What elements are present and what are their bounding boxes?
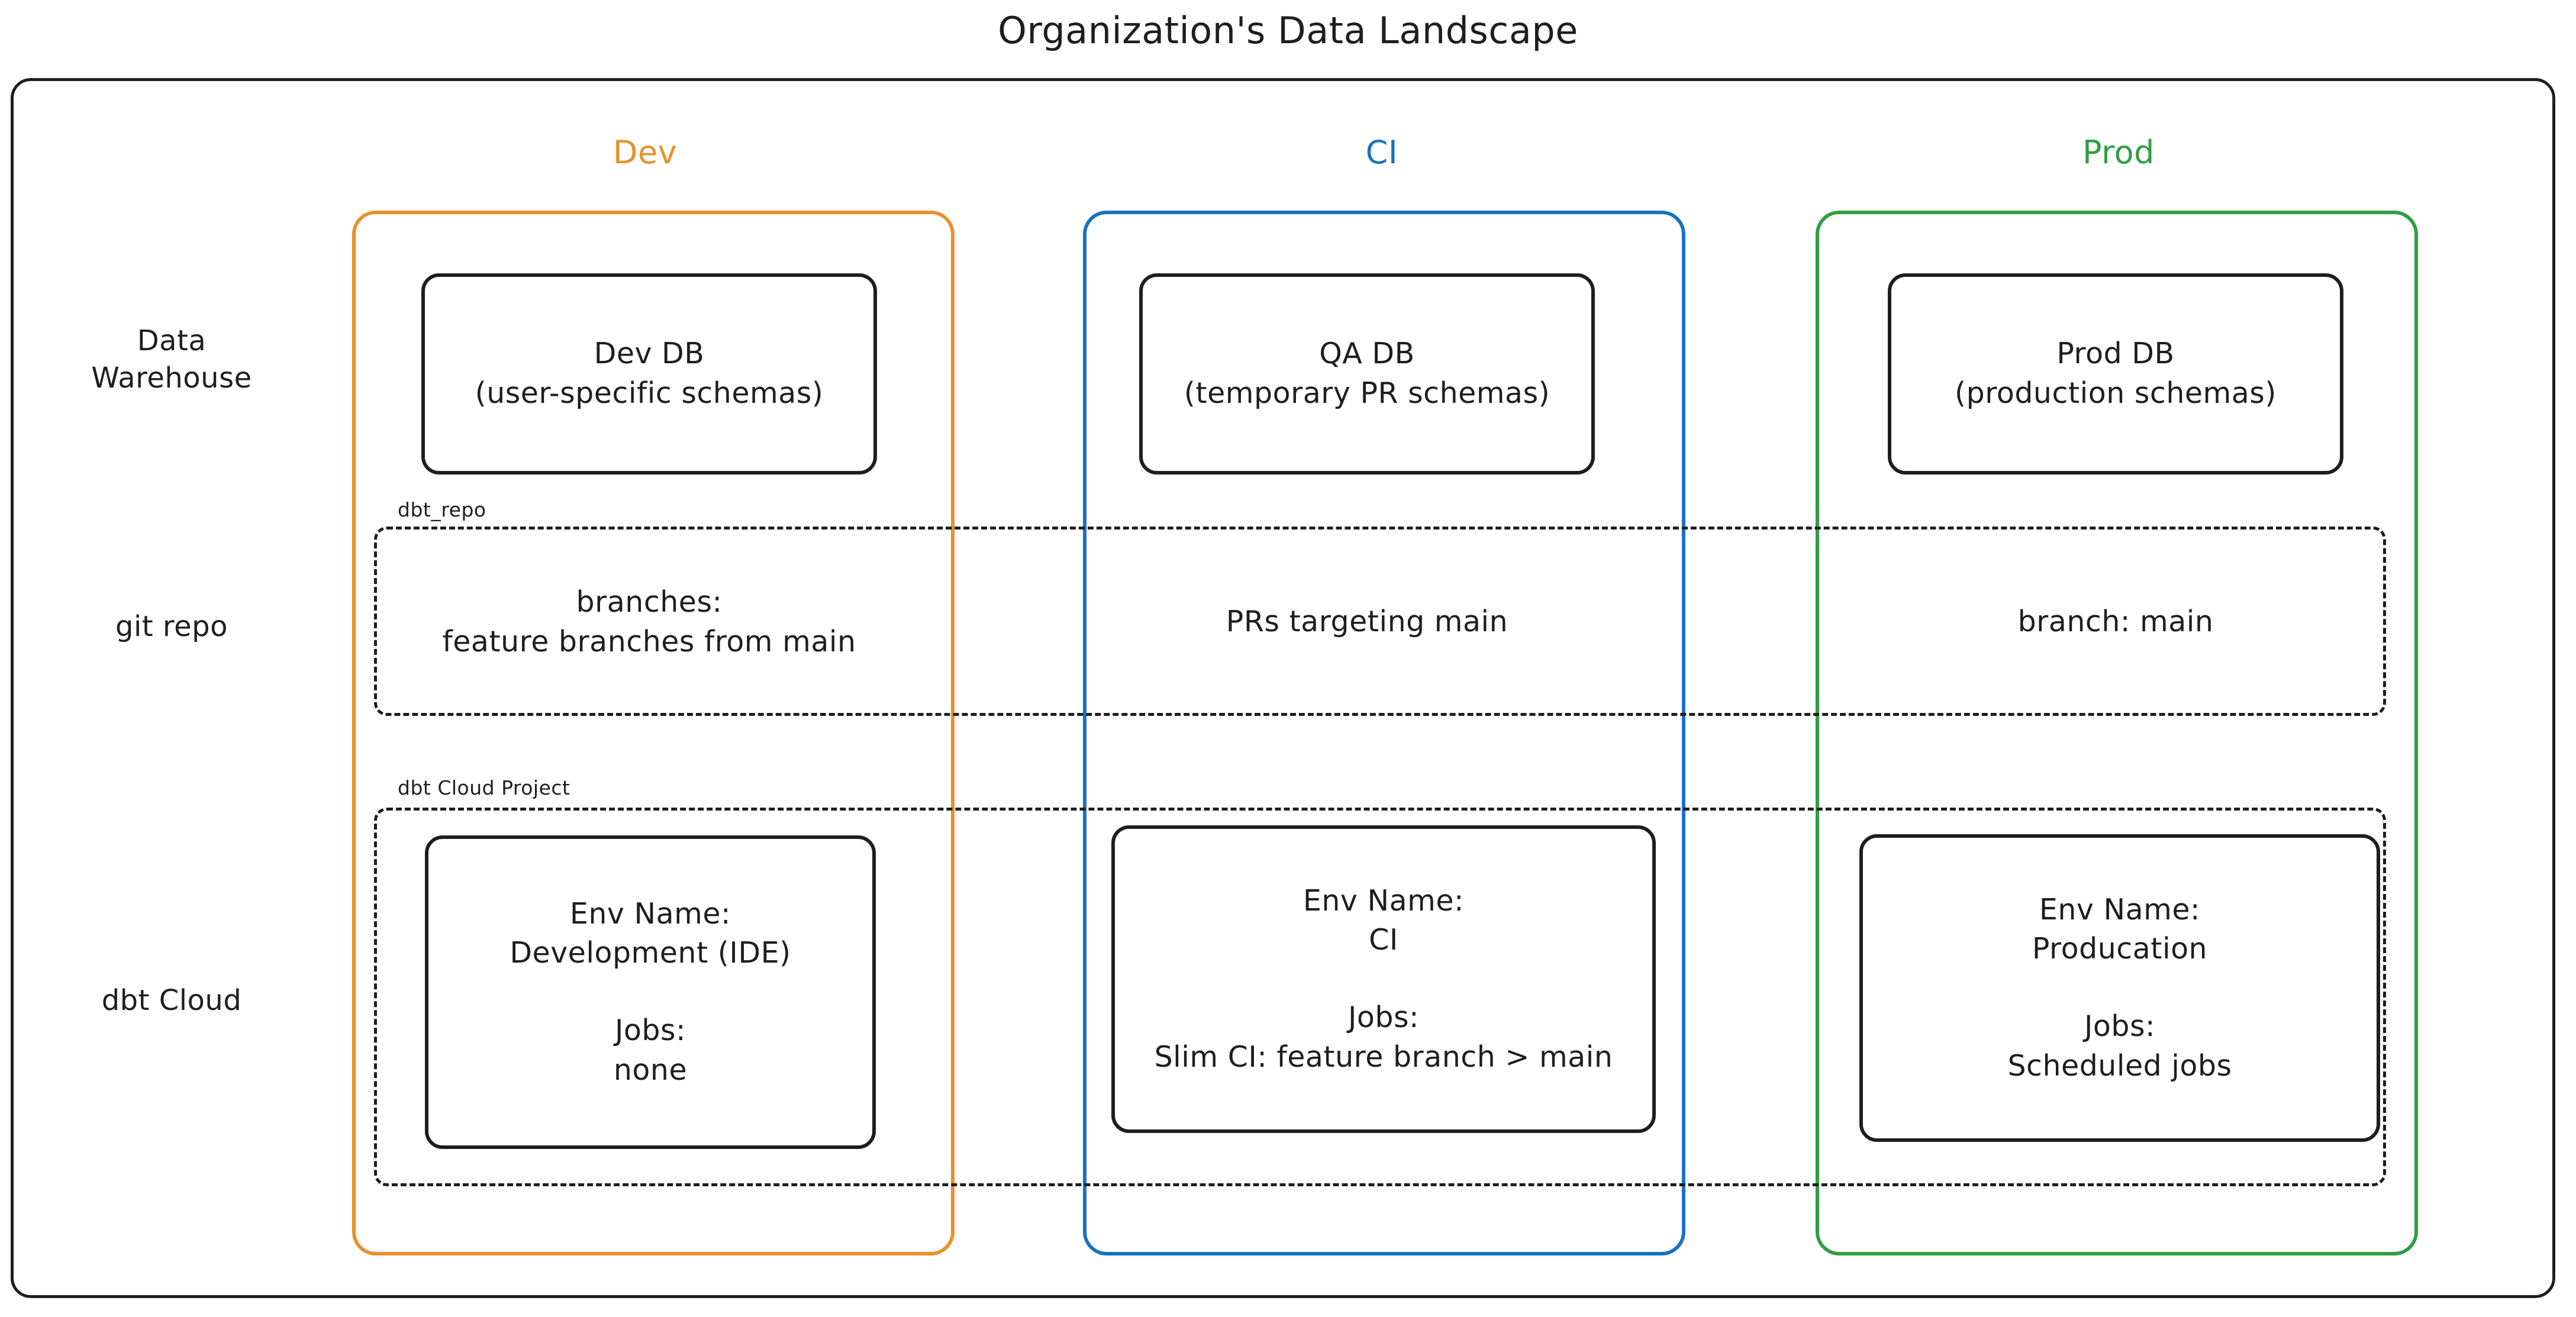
node-prod-db[interactable]: Prod DB (production schemas) xyxy=(1888,273,2343,474)
node-dbt-cloud-ci[interactable]: Env Name: CI Jobs: Slim CI: feature bran… xyxy=(1111,825,1656,1133)
env-column-ci xyxy=(1083,211,1685,1255)
node-dbt-cloud-ci-jobs: Jobs: Slim CI: feature branch > main xyxy=(1154,1000,1613,1074)
node-dbt-cloud-prod[interactable]: Env Name: Producation Jobs: Scheduled jo… xyxy=(1859,834,2380,1142)
env-label-prod: Prod xyxy=(2082,134,2155,171)
group-label-dbt-cloud-project: dbt Cloud Project xyxy=(392,775,576,802)
node-dbt-cloud-dev-env-name: Env Name: Development (IDE) xyxy=(510,896,791,970)
node-dbt-cloud-prod-jobs: Jobs: Scheduled jobs xyxy=(2007,1009,2232,1083)
text-git-dev: branches: feature branches from main xyxy=(442,585,856,658)
text-git-prod: branch: main xyxy=(2017,605,2214,638)
env-column-prod xyxy=(1816,211,2418,1255)
env-label-dev: Dev xyxy=(612,134,678,171)
row-label-data-warehouse: Data Warehouse xyxy=(91,324,252,395)
node-dev-db[interactable]: Dev DB (user-specific schemas) xyxy=(421,273,877,474)
node-dbt-cloud-prod-env-name: Env Name: Producation xyxy=(2032,892,2208,966)
group-label-dbt-repo: dbt_repo xyxy=(392,497,492,524)
env-column-dev xyxy=(352,211,955,1255)
row-label-git-repo: git repo xyxy=(115,610,228,643)
group-dbt-cloud-project xyxy=(374,808,2386,1186)
node-qa-db[interactable]: QA DB (temporary PR schemas) xyxy=(1139,273,1595,474)
text-git-ci: PRs targeting main xyxy=(1226,605,1508,638)
row-label-dbt-cloud: dbt Cloud xyxy=(101,984,242,1017)
page-title: Organization's Data Landscape xyxy=(998,9,1578,52)
env-label-ci: CI xyxy=(1365,134,1398,171)
node-dbt-cloud-ci-env-name: Env Name: CI xyxy=(1302,883,1465,957)
organization-frame xyxy=(11,78,2555,1298)
group-dbt-repo xyxy=(374,527,2386,716)
node-dbt-cloud-dev-jobs: Jobs: none xyxy=(613,1013,688,1087)
node-dbt-cloud-dev[interactable]: Env Name: Development (IDE) Jobs: none xyxy=(425,835,876,1149)
